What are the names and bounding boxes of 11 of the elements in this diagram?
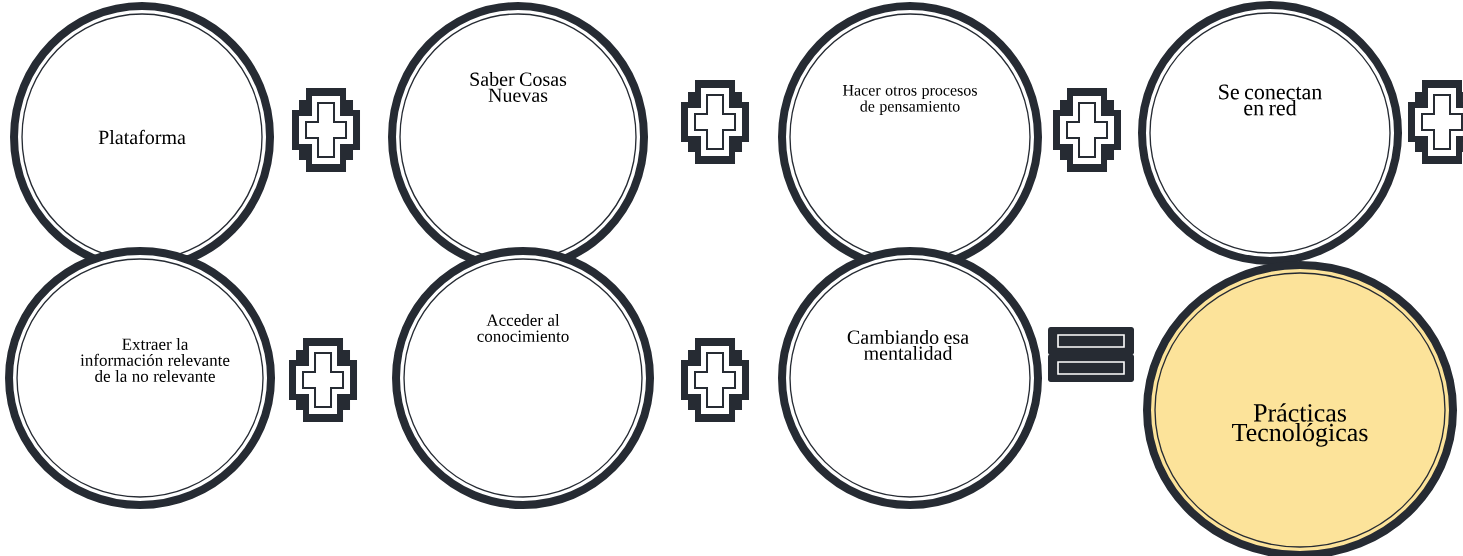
node-label: Extraer la información relevante de la no relevante: [80, 338, 230, 382]
circle-node: Extraer la información relevante de la no relevante: [5, 247, 275, 509]
circle-node: Se conectan en red: [1138, 1, 1402, 265]
circle-node: Prácticas Tecnológicas: [1143, 261, 1457, 556]
circle-node: Saber Cosas Nuevas: [388, 2, 648, 272]
circle-node: Hacer otros procesos de pensamiento: [778, 2, 1042, 272]
circle-node: Plataforma: [10, 2, 274, 272]
circle-node: Cambiando esa mentalidad: [778, 247, 1042, 509]
node-label: Acceder al conocimiento: [477, 314, 569, 342]
node-label: Cambiando esa mentalidad: [847, 329, 969, 361]
circle-node: Acceder al conocimiento: [392, 247, 654, 509]
